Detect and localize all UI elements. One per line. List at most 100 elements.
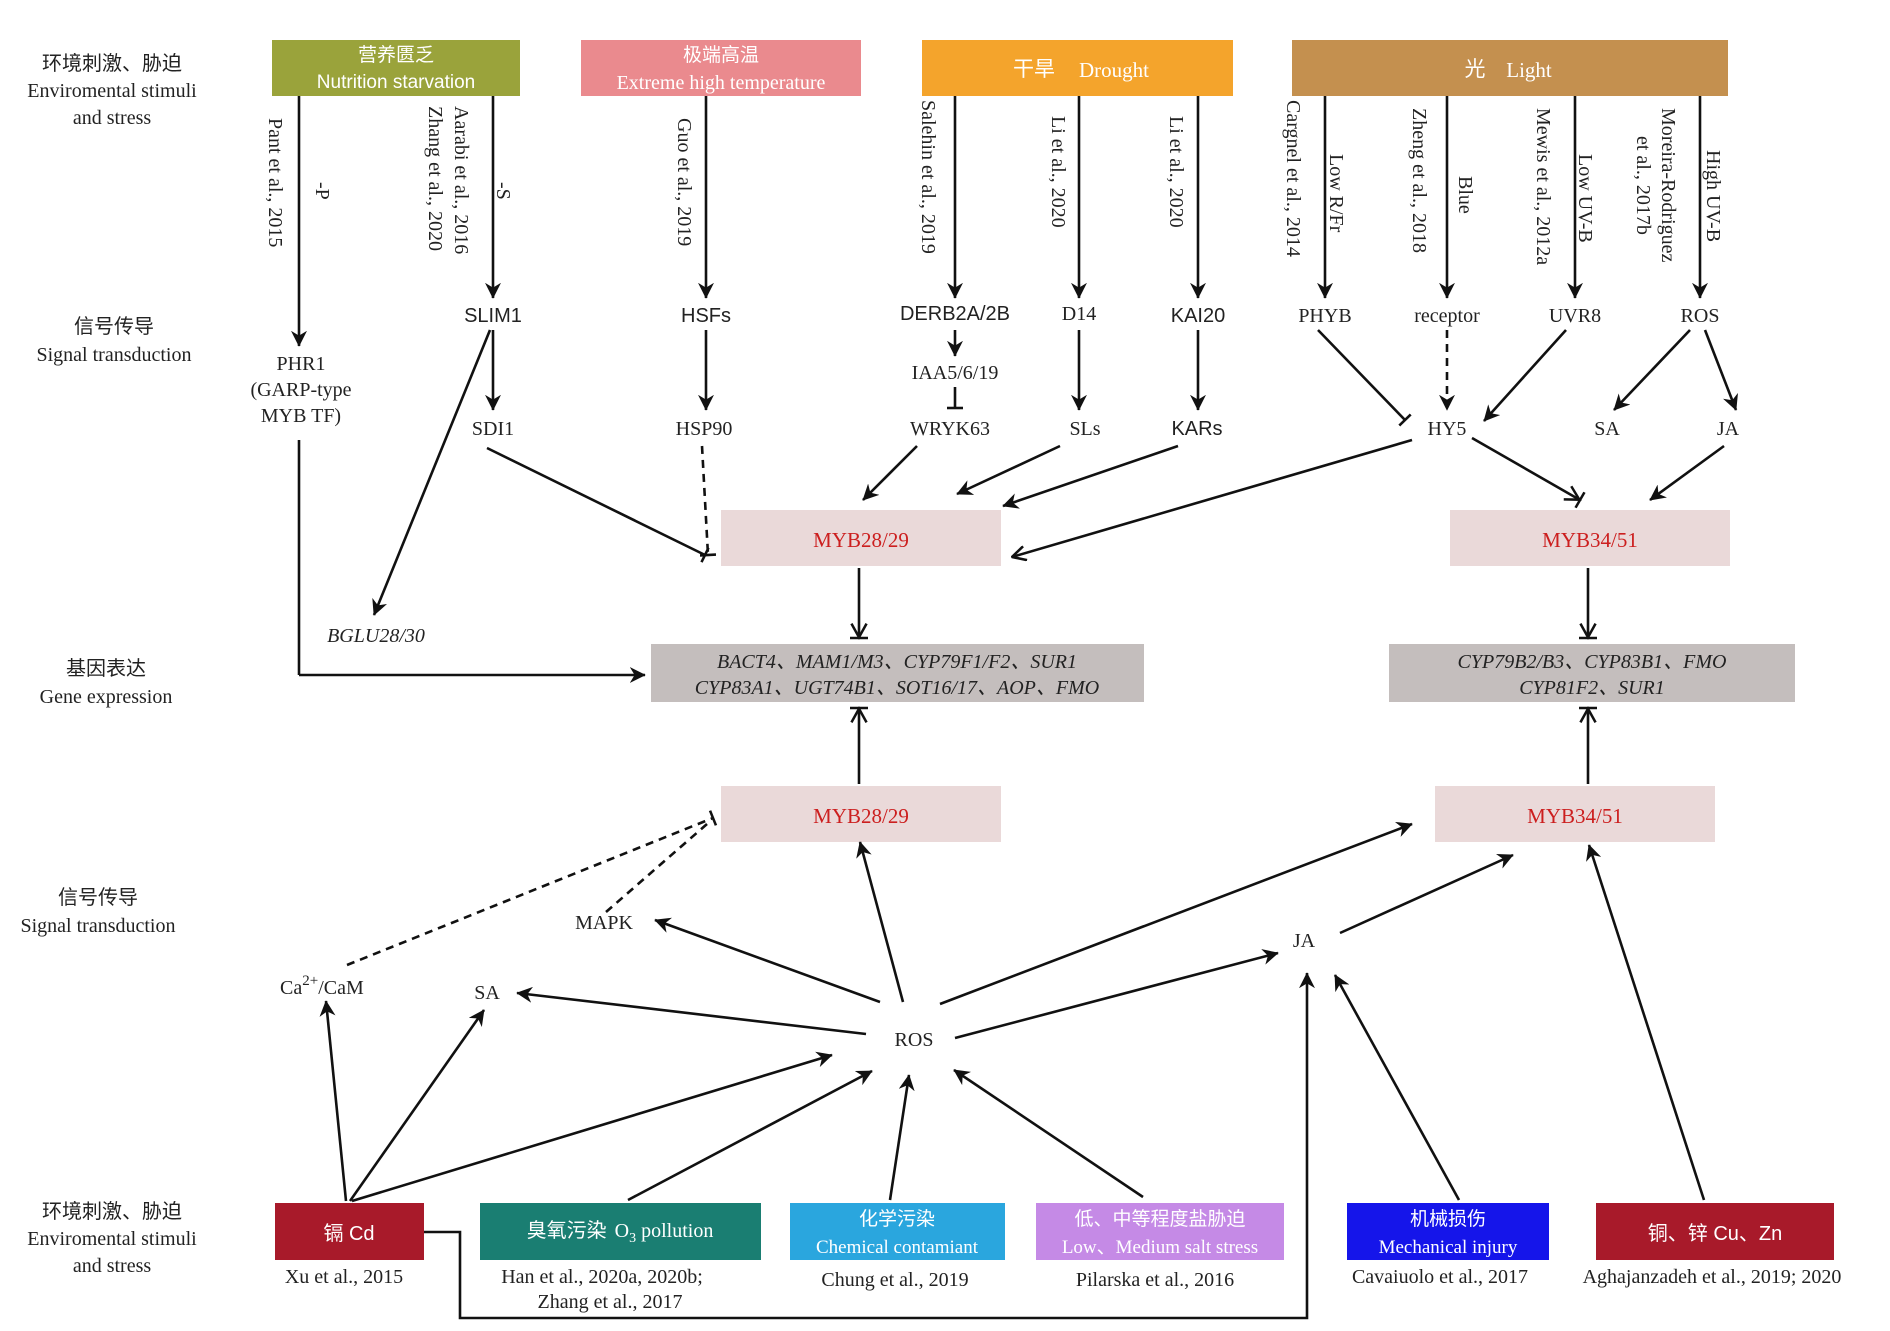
cuzn-box bbox=[1596, 1203, 1834, 1260]
arrow-ros-ja bbox=[954, 949, 1279, 1040]
ref-aarabi: Aarabi et al., 2016 bbox=[450, 106, 472, 254]
ref-minus-s: -S bbox=[492, 182, 514, 200]
chemical-box bbox=[790, 1203, 1005, 1260]
node-phyb: PHYB bbox=[1298, 305, 1351, 327]
ref-pant: Pant et al., 2015 bbox=[264, 118, 286, 247]
arrow-cd-sa bbox=[348, 1009, 486, 1202]
node-sa-top: SA bbox=[1594, 418, 1620, 440]
node-ros-bottom: ROS bbox=[895, 1029, 934, 1051]
ref-low-uvb: Low UV-B bbox=[1574, 154, 1596, 243]
node-sa-bottom: SA bbox=[474, 982, 500, 1004]
ref-li-b: Li et al., 2020 bbox=[1165, 116, 1187, 228]
ca-superscript: 2+ bbox=[302, 973, 318, 989]
ref-minus-p: -P bbox=[311, 182, 333, 200]
drought-cn: 干旱 bbox=[1013, 58, 1055, 81]
node-sls: SLs bbox=[1069, 418, 1100, 440]
node-phr1-3: MYB TF) bbox=[261, 405, 341, 427]
node-receptor: receptor bbox=[1414, 305, 1480, 327]
ref-blue: Blue bbox=[1454, 176, 1476, 214]
top-stimuli: 营养匮乏 Nutrition starvation 极端高温 Extreme h… bbox=[272, 40, 1728, 96]
myb34-top-box bbox=[1450, 510, 1730, 566]
myb28-bottom-label: MYB28/29 bbox=[813, 804, 909, 828]
arrow-cd-ca bbox=[319, 1000, 348, 1202]
label-signal-top-cn: 信号传导 bbox=[74, 315, 154, 338]
ozone-en-tail: pollution bbox=[636, 1220, 713, 1242]
ref-chung: Chung et al., 2019 bbox=[821, 1269, 968, 1291]
label-gene-en: Gene expression bbox=[40, 686, 173, 708]
mechanical-en: Mechanical injury bbox=[1379, 1237, 1518, 1258]
arrow-mechanical-ja bbox=[1333, 974, 1461, 1201]
node-hsfs: HSFs bbox=[681, 305, 731, 327]
temperature-box bbox=[581, 40, 861, 96]
arrow-cd-ja bbox=[424, 972, 1315, 1320]
top-vertical-refs: Pant et al., 2015 -P Aarabi et al., 2016… bbox=[264, 100, 1724, 265]
myb34-bottom-label: MYB34/51 bbox=[1527, 804, 1623, 828]
myb28-top-box bbox=[721, 510, 1001, 566]
node-ja-bottom: JA bbox=[1293, 930, 1316, 952]
ref-cavaiuolo: Cavaiuolo et al., 2017 bbox=[1352, 1266, 1528, 1288]
myb28-bottom-box bbox=[721, 786, 1001, 842]
arrow-cd-ros bbox=[351, 1051, 833, 1203]
label-env-bottom-cn: 环境刺激、胁迫 bbox=[42, 1200, 182, 1223]
ref-zhang2020: Zhang et al., 2020 bbox=[424, 106, 446, 251]
arrow-ja-myb34 bbox=[1649, 444, 1725, 502]
node-mapk: MAPK bbox=[575, 912, 633, 934]
label-env-top-en2: and stress bbox=[73, 107, 152, 129]
arrow-ja-myb34 bbox=[1339, 853, 1514, 935]
arrow-kars-myb28 bbox=[1002, 444, 1179, 509]
nutrition-cn: 营养匮乏 bbox=[358, 44, 434, 66]
arrow-ros-mapk bbox=[654, 917, 881, 1004]
node-iaa: IAA5/6/19 bbox=[912, 362, 999, 384]
label-signal-bottom-en: Signal transduction bbox=[21, 915, 176, 937]
temperature-en: Extreme high temperature bbox=[617, 72, 826, 94]
ref-han: Han et al., 2020a, 2020b; bbox=[501, 1266, 703, 1288]
label-env-bottom-en1: Enviromental stimuli bbox=[27, 1228, 197, 1250]
ref-moreira-1: Moreira-Rodriguez bbox=[1657, 108, 1679, 263]
node-ros-top: ROS bbox=[1681, 305, 1720, 327]
node-hy5: HY5 bbox=[1428, 418, 1467, 440]
ozone-cn: 臭氧污染 bbox=[527, 1219, 607, 1242]
aliphatic-genes-line1: BACT4、MAM1/M3、CYP79F1/F2、SUR1 bbox=[717, 651, 1077, 673]
myb28-top-label: MYB28/29 bbox=[813, 528, 909, 552]
cd-label: 镉 Cd bbox=[323, 1222, 374, 1245]
top-arrows bbox=[291, 96, 1738, 683]
label-env-bottom-en2: and stress bbox=[73, 1255, 152, 1277]
salt-box bbox=[1036, 1203, 1284, 1260]
inhibit-sdi1-myb28 bbox=[486, 446, 710, 563]
arrow-hy5-myb28 bbox=[1012, 438, 1413, 557]
cuzn-label: 铜、锌 Cu、Zn bbox=[1648, 1222, 1782, 1245]
ref-salehin: Salehin et al., 2019 bbox=[917, 100, 939, 254]
aliphatic-gene-box bbox=[651, 644, 1144, 702]
arrow-cuzn-myb34 bbox=[1586, 844, 1706, 1201]
node-sdi1: SDI1 bbox=[472, 418, 514, 440]
bottom-nodes: MAPK Ca2+/CaM SA ROS JA bbox=[280, 912, 1316, 1051]
node-d14: D14 bbox=[1062, 303, 1096, 325]
dashed-hsp90-myb28 bbox=[699, 445, 717, 557]
ozone-en-sub: 3 bbox=[629, 1231, 636, 1246]
ref-pilarska: Pilarska et al., 2016 bbox=[1076, 1269, 1234, 1291]
gene-boxes: BACT4、MAM1/M3、CYP79F1/F2、SUR1 CYP83A1、UG… bbox=[651, 644, 1795, 702]
arrow-ros-myb28 bbox=[856, 841, 905, 1003]
myb-boxes: MYB28/29 MYB34/51 MYB28/29 MYB34/51 bbox=[721, 510, 1730, 842]
arrow-ros-sa bbox=[516, 986, 867, 1036]
inhibit-phyb-hy5 bbox=[1317, 329, 1412, 427]
arrow-chemical-ros bbox=[888, 1074, 915, 1201]
node-slim1: SLIM1 bbox=[464, 305, 522, 327]
drought-box bbox=[922, 40, 1233, 96]
ca-base: Ca bbox=[280, 977, 302, 999]
label-gene-cn: 基因表达 bbox=[66, 657, 146, 680]
light-box bbox=[1292, 40, 1728, 96]
ref-low-rfr: Low R/Fr bbox=[1325, 154, 1347, 233]
ref-zheng: Zheng et al., 2018 bbox=[1408, 108, 1430, 253]
arrow-ros-sa bbox=[1613, 329, 1691, 411]
arrow-wryk63-myb28 bbox=[862, 445, 918, 501]
node-phr1-1: PHR1 bbox=[277, 353, 326, 375]
arrow-slim1-bglu bbox=[372, 329, 492, 616]
temperature-cn: 极端高温 bbox=[683, 44, 759, 66]
arrow-uvr8-hy5 bbox=[1483, 329, 1567, 422]
drought-en: Drought bbox=[1079, 58, 1149, 82]
nutrition-box bbox=[272, 40, 520, 96]
dashed-ca-myb28 bbox=[346, 810, 718, 967]
